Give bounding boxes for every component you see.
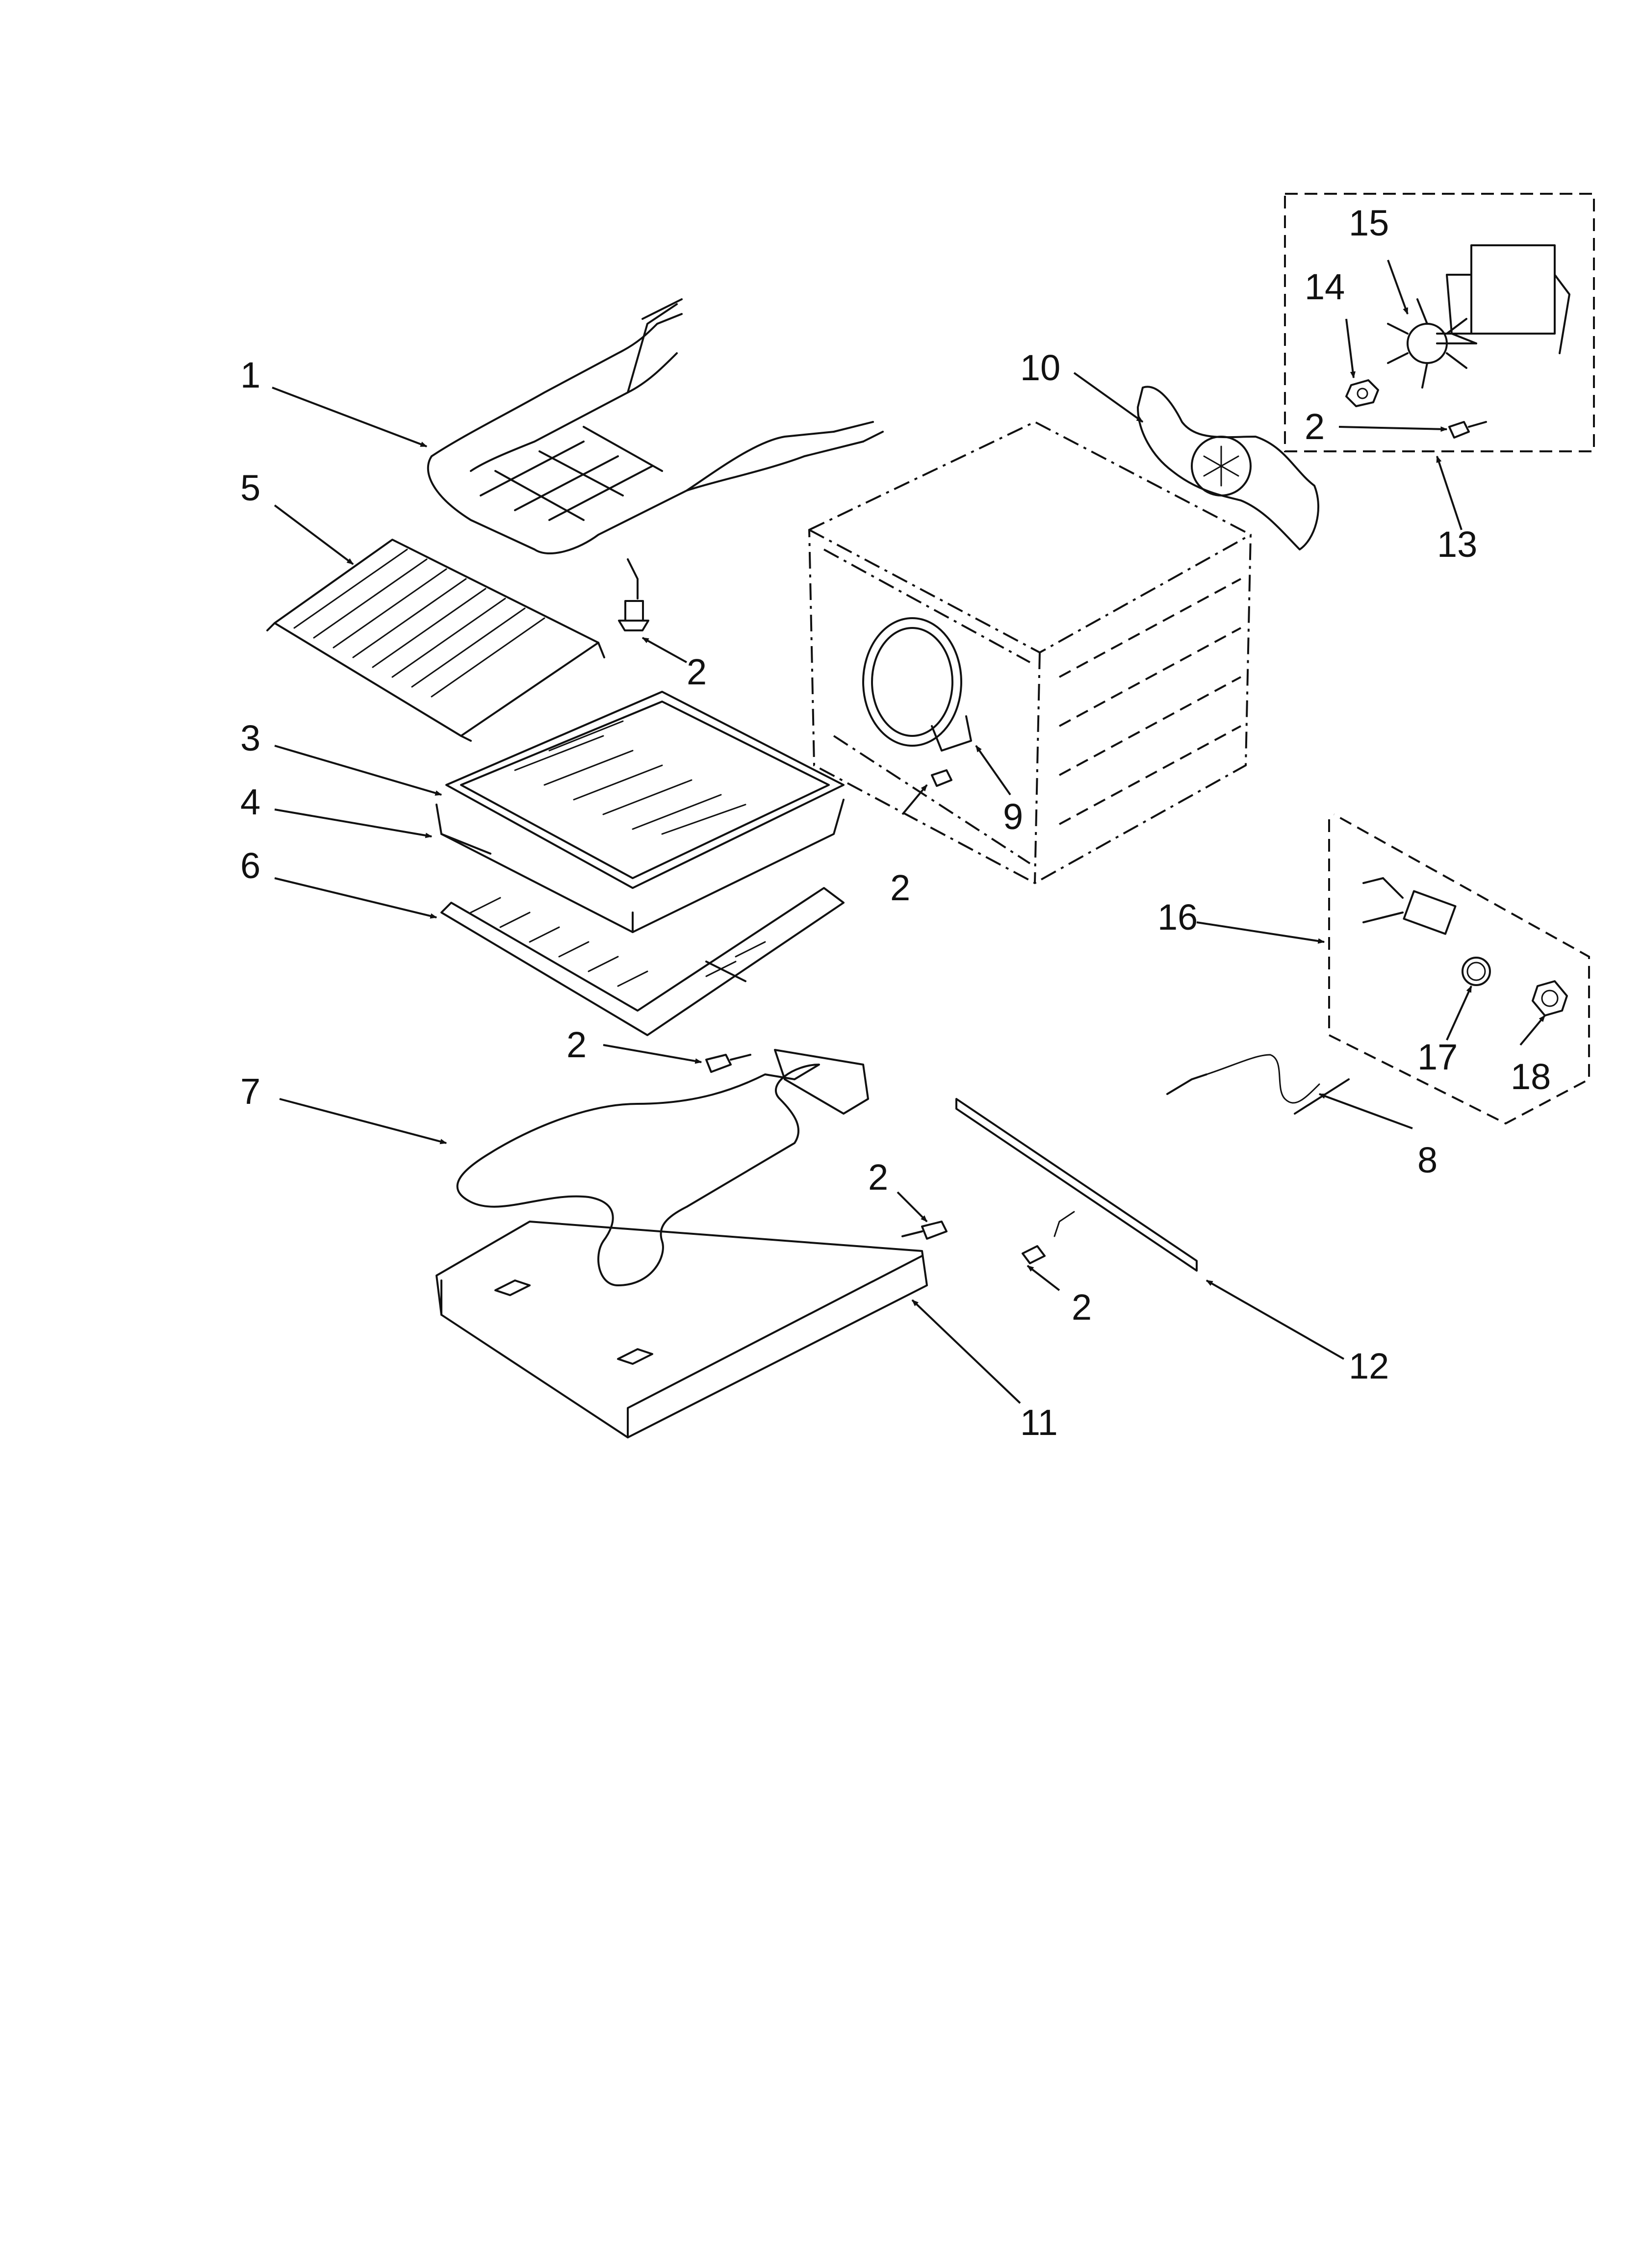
motor-screw <box>1448 421 1487 439</box>
callout-labels: 1 5 2 3 4 6 2 7 2 9 10 2 14 15 13 16 17 … <box>240 203 1551 1443</box>
fan-nut <box>1345 379 1379 407</box>
callout-12: 12 <box>1349 1346 1389 1386</box>
callout-9: 9 <box>1003 796 1023 837</box>
callout-15: 15 <box>1349 203 1389 243</box>
screw-convection <box>931 769 952 787</box>
callout-7: 7 <box>240 1071 260 1112</box>
callout-17: 17 <box>1417 1037 1458 1077</box>
callout-1: 1 <box>240 355 260 395</box>
fan-blade <box>1387 298 1467 389</box>
callout-18: 18 <box>1511 1056 1551 1097</box>
upper-broil-element <box>427 298 884 631</box>
callout-2-upper: 2 <box>687 652 707 692</box>
callout-3: 3 <box>240 718 260 758</box>
callout-2-convection: 2 <box>890 867 910 908</box>
oven-light-assembly <box>1328 813 1590 1125</box>
callout-5: 5 <box>240 468 260 508</box>
light-socket <box>1362 877 1457 935</box>
convection-element <box>862 617 972 752</box>
meat-probe <box>1166 1054 1350 1115</box>
callout-2-bake: 2 <box>566 1024 587 1065</box>
callout-2-motor: 2 <box>1305 406 1325 447</box>
broil-grid <box>266 539 605 742</box>
callout-10: 10 <box>1020 347 1060 388</box>
cavity-bracket-strip <box>955 1098 1198 1272</box>
light-lens <box>1532 980 1568 1017</box>
callout-2-cover: 2 <box>868 1157 888 1198</box>
oven-rack <box>440 887 845 1036</box>
broiler-pan-insert <box>445 691 845 889</box>
bake-element <box>456 1049 869 1286</box>
screw-bake <box>705 1054 751 1073</box>
bake-element-cover <box>436 1221 928 1438</box>
callout-2-bracket: 2 <box>1072 1287 1092 1328</box>
callout-4: 4 <box>240 782 260 822</box>
callout-13: 13 <box>1437 524 1477 565</box>
callout-16: 16 <box>1157 897 1198 938</box>
callout-14: 14 <box>1305 266 1345 307</box>
screw-cover <box>901 1221 948 1240</box>
broiler-pan <box>436 799 845 933</box>
oven-cavity <box>808 420 1252 885</box>
fan-baffle <box>1137 386 1319 550</box>
callout-8: 8 <box>1417 1140 1437 1180</box>
convection-fan-motor-assembly <box>1284 193 1595 452</box>
leader-arrows <box>272 260 1546 1404</box>
callout-6: 6 <box>240 845 260 886</box>
light-ring <box>1462 957 1491 986</box>
callout-11: 11 <box>1020 1402 1058 1443</box>
